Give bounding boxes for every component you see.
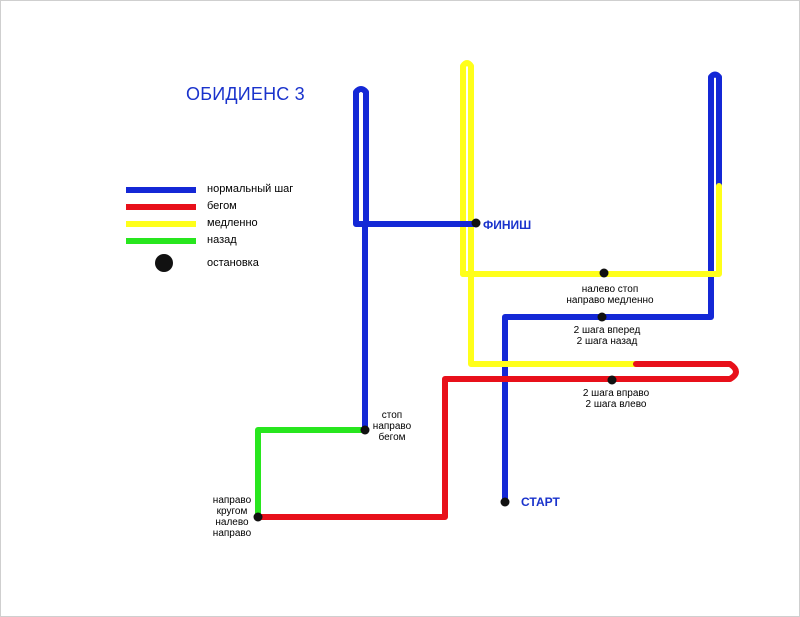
path-yellow-main [460,60,639,367]
path-green-back [255,427,368,520]
annotation-steps-fwd-back: 2 шага вперед 2 шага назад [573,325,641,347]
path-yellow-right [460,183,722,277]
stop-dot-stop-run [360,425,370,435]
path-red-loop [255,361,739,520]
annotation-steps-right-left: 2 шага вправо 2 шага влево [582,388,650,410]
legend-swatch-normal [126,187,196,193]
legend-label-stop: остановка [207,257,259,269]
annotation-stop-right-run: стоп направо бегом [372,410,412,443]
stop-dot-turn [253,512,263,522]
legend-label-run: бегом [207,200,237,212]
path-blue-start [502,267,714,505]
finish-label: ФИНИШ [483,218,532,232]
stop-dot-steps-side [607,375,617,385]
path-blue-center [353,86,479,433]
stop-dot-steps-fwd [597,312,607,322]
stop-dot-start [500,497,510,507]
legend-swatch-run [126,204,196,210]
annotation-left-stop-right-slow: налево стоп направо медленно [566,284,654,306]
legend-label-normal: нормальный шаг [207,183,294,195]
annotation-right-turn-left-right: направо кругом налево направо [212,495,252,539]
diagram-title: ОБИДИЕНС 3 [186,84,305,104]
legend-label-back: назад [207,234,237,246]
legend-swatch-slow [126,221,196,227]
stop-dot-left-stop [599,268,609,278]
start-label: СТАРТ [521,495,560,509]
path-blue-right-hook [708,71,722,273]
legend-label-slow: медленно [207,217,258,229]
legend-swatch-back [126,238,196,244]
stop-dot-finish [471,218,481,228]
legend-stop-dot [155,254,173,272]
